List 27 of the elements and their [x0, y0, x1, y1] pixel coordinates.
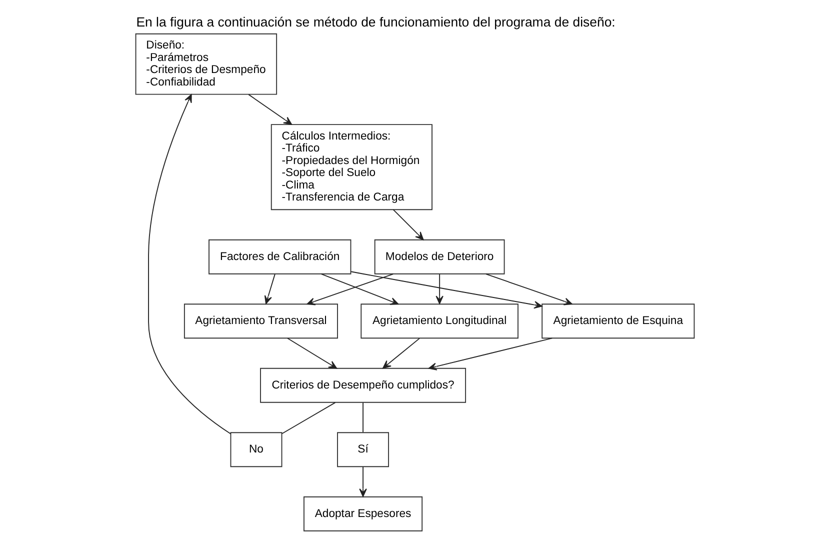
arrow — [306, 274, 394, 306]
connector — [362, 402, 363, 433]
arrow — [428, 338, 552, 370]
arrow — [286, 338, 337, 369]
arrow — [392, 209, 424, 240]
arrow — [148, 94, 231, 434]
connector — [281, 402, 336, 434]
node-box: Criterios de Desempeño cumplidos? — [260, 368, 466, 403]
node-box: Sí — [336, 432, 389, 468]
node-box: No — [230, 432, 282, 468]
node-box: Agrietamiento de Esquina — [541, 304, 694, 339]
node-box: Agrietamiento Longitudinal — [360, 304, 518, 339]
node-box: Adoptar Espesores — [303, 496, 422, 532]
node-box: Modelos de Deterioro — [374, 239, 504, 274]
arrow — [264, 274, 275, 304]
node-box: Agrietamiento Transversal — [183, 304, 338, 339]
arrow — [350, 271, 542, 309]
arrow — [382, 338, 420, 369]
node-box: Cálculos Intermedios: -Tráfico -Propiedades del Hormigón -Soporte del Suelo -Clima -Transferencia de Carga — [270, 124, 432, 210]
node-box: Diseño: -Parámetros -Criterios de Desmpeño -Confiabilidad — [134, 33, 277, 95]
arrow — [358, 466, 366, 497]
node-box: Factores de Calibración — [208, 239, 351, 274]
arrow — [320, 274, 398, 305]
arrow — [248, 94, 292, 125]
arrow — [435, 274, 443, 304]
diagram-title: En la figura a continuación se método de funcionamiento del programa de diseño: — [136, 14, 615, 30]
arrow — [485, 274, 572, 306]
